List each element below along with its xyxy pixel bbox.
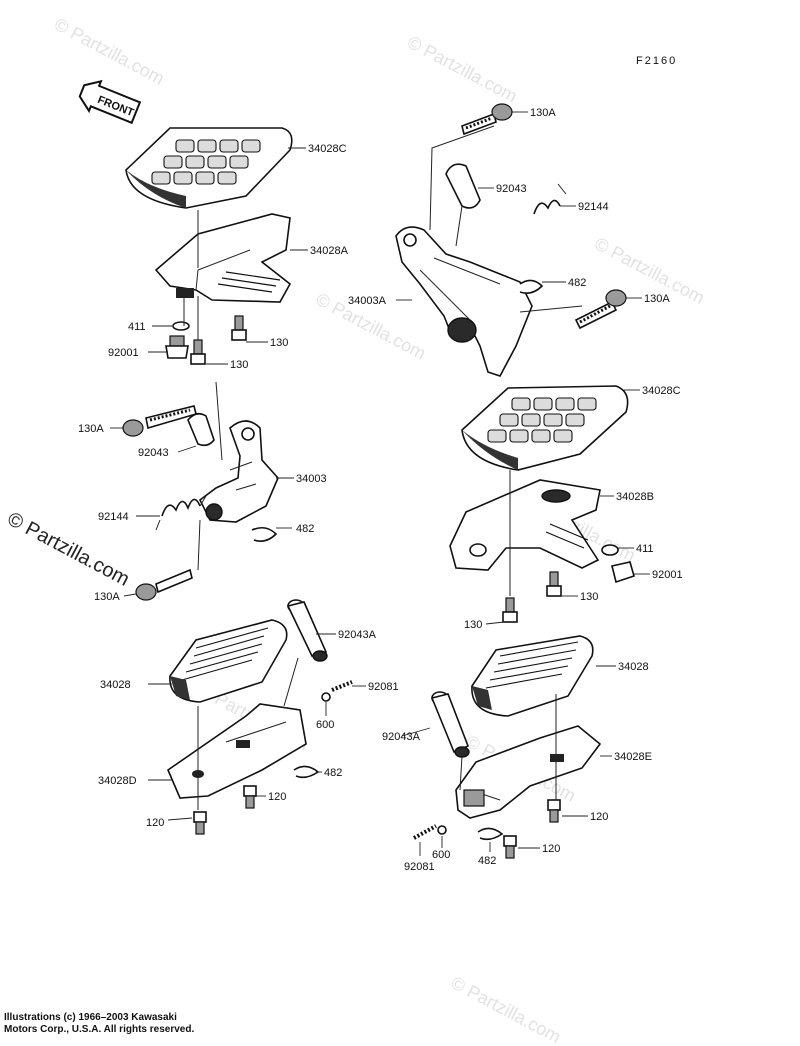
label-120-b: 120 [146,817,164,829]
label-130-d: 130 [464,619,482,631]
label-411-right: 411 [636,543,654,555]
clip-482-right [519,279,544,294]
bolt-130-d [502,597,518,623]
bolt-130a-left-bottom [135,568,193,601]
clip-482-left [251,526,278,542]
bolt-130a-left-top [122,405,197,437]
bolt-120-c [547,799,561,823]
bolt-92001-right [611,561,635,584]
washer-411-left [172,321,190,331]
front-arrow-icon: FRONT [78,79,142,125]
label-92144-right: 92144 [578,201,609,213]
pin-92043a-left [286,599,328,662]
label-130a-left-top: 130A [78,423,104,435]
label-120-c: 120 [590,811,608,823]
bracket-34003a [395,226,533,377]
bolt-92001-left [165,335,189,359]
ball-600-right [437,825,447,835]
pin-92043a-right [430,691,470,758]
footpeg-holder-34028e [455,725,602,819]
label-482-bottom-right: 482 [478,855,496,867]
label-34028d: 34028D [98,775,137,787]
bolt-120-b [193,811,207,835]
label-92144-left: 92144 [98,511,129,523]
bolt-130a-right-top [461,103,513,136]
label-130a-left-bottom: 130A [94,591,120,603]
watermark-text: © Partzilla.com [51,14,167,89]
footpeg-rubber-34028c-right [461,385,629,471]
label-34028-left: 34028 [100,679,131,691]
clip-482-bottom-right [477,827,504,841]
label-120-a: 120 [268,791,286,803]
credit-line-1: Illustrations (c) 1966–2003 Kawasaki [4,1012,177,1023]
footpeg-rubber-34028c-upper [125,127,293,209]
footpeg-rubber-34028-right [471,635,594,717]
label-130a-right-top: 130A [530,107,556,119]
bolt-130-c [546,571,562,597]
footpeg-holder-34028a [154,213,292,303]
footpeg-holder-34028b [449,479,601,571]
label-34028e: 34028E [614,751,652,763]
footpeg-holder-34028d [167,703,307,799]
spring-92144-left [155,495,207,531]
label-92043a-left: 92043A [338,629,377,641]
label-34028-right: 34028 [618,661,649,673]
spring-92144-right [533,183,567,215]
leader-lines [110,111,650,856]
bolt-130-a [231,315,247,341]
spring-92081-right [413,824,437,840]
clip-482-bottom-left [293,765,320,779]
bolt-130a-right-mid [574,289,627,330]
label-34003: 34003 [296,473,327,485]
watermark-text: © Partzilla.com [448,972,564,1046]
credit-line-2: Motors Corp., U.S.A. All rights reserved… [4,1024,195,1035]
label-92043-right: 92043 [496,183,527,195]
label-34028a: 34028A [310,245,349,257]
bolt-120-a [243,785,257,809]
ball-600-left [321,692,331,702]
label-34003a: 34003A [348,295,387,307]
label-482-left: 482 [296,523,314,535]
label-34028b: 34028B [616,491,654,503]
label-92001-right: 92001 [652,569,683,581]
label-130-a: 130 [270,337,288,349]
footpeg-rubber-34028-left [169,619,288,703]
illustration-credit: Illustrations (c) 1966–2003 Kawasaki Mot… [4,1012,194,1036]
label-130-c: 130 [580,591,598,603]
label-600-left: 600 [316,719,334,731]
label-130-b: 130 [230,359,248,371]
label-34028c-top: 34028C [308,143,347,155]
label-92043a-right: 92043A [382,731,421,743]
watermark-text: © Partzilla.com [404,32,520,107]
bracket-34003 [198,420,279,523]
label-130a-right-mid: 130A [644,293,670,305]
label-600-right: 600 [432,849,450,861]
collar-92043-right [445,163,481,209]
bolt-130-b [190,339,206,365]
collar-92043-left [187,412,215,447]
label-120-d: 120 [542,843,560,855]
bolt-120-d [503,835,517,859]
label-92001-left: 92001 [108,347,139,359]
spring-92081-left [331,680,353,692]
label-482-bottom-left: 482 [324,767,342,779]
label-92081-left: 92081 [368,681,399,693]
label-34028c-right: 34028C [642,385,681,397]
label-482-right: 482 [568,277,586,289]
washer-411-right [601,544,619,556]
label-92081-right: 92081 [404,861,435,873]
diagram-code: F2160 [636,55,677,67]
label-411-left: 411 [128,321,146,333]
label-92043-left: 92043 [138,447,169,459]
